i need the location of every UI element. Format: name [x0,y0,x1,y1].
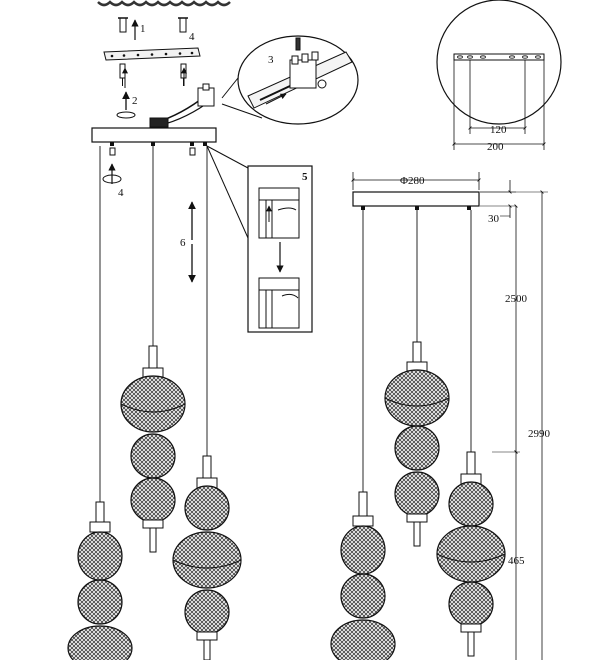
dim-plate-width: 200 [487,141,504,153]
dim-hole-spacing: 120 [490,124,507,136]
pendant-shade-left [67,501,133,660]
pendant-shade-center [120,345,186,553]
fixing-screws [109,147,196,156]
dim-canopy-height: 30 [488,213,500,225]
dim-cable-length: 2500 [505,293,528,305]
plate-screws [119,63,187,86]
pendant-right-right [436,451,506,657]
wiring-connector [149,83,215,128]
step2-rotate-icon [116,111,136,119]
step-3-label: 3 [268,54,274,66]
ceiling-surface [97,0,231,7]
pendant-right-left [330,491,396,660]
dim-canopy-diameter: Φ280 [400,175,425,187]
suspension-cables-left [99,146,208,502]
dim-shade-height: 465 [508,555,525,567]
step-2-label: 2 [132,95,138,107]
mounting-plate [103,47,201,61]
step-5-label: 5 [302,171,308,183]
cable-lock-detail [206,145,313,333]
installation-steps: 1 4 2 [67,0,359,660]
pendant-right-center [384,341,450,547]
suspension-cables-right [362,210,472,492]
terminal-block-detail [221,35,359,125]
step-4-label-top: 4 [189,31,195,43]
mounting-plate-top-view [436,0,562,150]
step-1-label: 1 [140,23,146,35]
step4-rotate-icon [102,174,122,184]
canopy-left [91,127,217,146]
ceiling-anchors [118,17,188,33]
pendant-shade-right [172,455,242,660]
step-4-label: 4 [118,187,124,199]
step-6-label: 6 [180,237,186,249]
dim-total-height: 2990 [528,428,551,440]
dimension-elevation [330,172,548,660]
canopy-right [352,191,480,207]
